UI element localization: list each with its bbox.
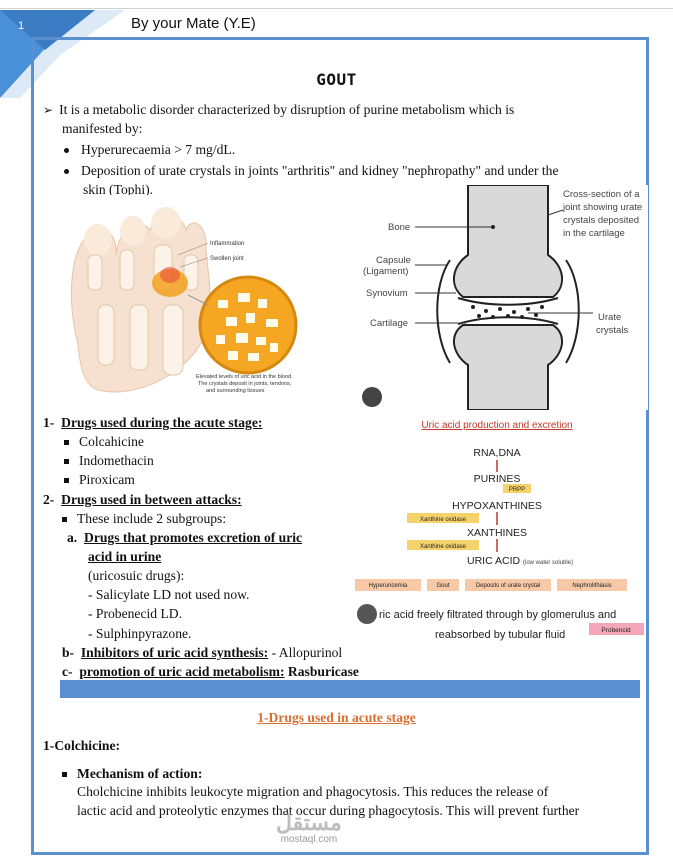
figure-control-icon bbox=[357, 604, 377, 624]
moa-line1: Cholchicine inhibits leukocyte migration… bbox=[77, 784, 549, 799]
square-bullet-icon bbox=[62, 517, 67, 523]
bone-label: Bone bbox=[388, 222, 410, 233]
uric-acid-pathway-diagram: Uric acid production and excretion RNA,D… bbox=[345, 412, 645, 647]
list-item: Colcahicine bbox=[64, 432, 144, 451]
moa-item: Mechanism of action: bbox=[62, 764, 202, 783]
intro-line2: manifested by: bbox=[62, 121, 143, 136]
list-item: Piroxicam bbox=[64, 470, 135, 489]
uric-acid-note: (low water soluble) bbox=[523, 560, 573, 566]
nephrolithiasis-box: Nephrolithiasis bbox=[572, 583, 611, 589]
section-heading: 1-Drugs used in acute stage bbox=[257, 710, 416, 725]
list-item: These include 2 subgroups: bbox=[62, 509, 226, 528]
joint-caption-line1: Cross-section of a bbox=[563, 189, 640, 200]
subgroup-a-heading: a. Drugs that promotes excretion of uric bbox=[67, 530, 303, 545]
subgroup-c: c- promotion of uric acid metabolism: Ra… bbox=[62, 664, 359, 679]
deposits-box: Deposits of urate crystal bbox=[476, 583, 540, 589]
hypoxanthines-label: HYPOXANTHINES bbox=[452, 500, 542, 512]
filtration-line1: ric acid freely filtrated through by glo… bbox=[379, 609, 616, 621]
arrow-bullet-icon: ➢ bbox=[43, 103, 54, 117]
urate-label: Urate bbox=[598, 312, 621, 323]
list-item: Hyperurecaemia > 7 mg/dL. bbox=[64, 140, 235, 159]
xanthine-oxidase-label-1: Xanthine oxidase bbox=[420, 517, 467, 523]
xanthines-label: XANTHINES bbox=[467, 527, 527, 539]
watermark-arabic: مستقل bbox=[276, 810, 342, 835]
subgroup-a-heading-line2: acid in urine bbox=[88, 549, 162, 564]
watermark-latin: mostaql.com bbox=[280, 834, 338, 845]
xanthine-oxidase-label-2: Xanthine oxidase bbox=[420, 544, 467, 550]
joint-cross-section-diagram: Cross-section of a joint showing urate c… bbox=[358, 185, 648, 410]
cartilage-label: Cartilage bbox=[370, 318, 408, 329]
between-heading: 2- Drugs used in between attacks: bbox=[43, 492, 242, 507]
square-bullet-icon bbox=[62, 772, 67, 778]
bullet-dot-icon bbox=[64, 169, 69, 175]
intro-paragraph: ➢It is a metabolic disorder characterize… bbox=[43, 102, 515, 117]
list-item: - Salicylate LD not used now. bbox=[88, 587, 250, 602]
swollen-joint-label: Swollen joint bbox=[210, 256, 244, 262]
list-item: Deposition of urate crystals in joints "… bbox=[64, 161, 558, 180]
prpp-label: PRPP bbox=[509, 487, 525, 493]
watermark: مستقل mostaql.com bbox=[276, 812, 342, 846]
acute-heading: 1- Drugs used during the acute stage: bbox=[43, 415, 263, 430]
rna-dna-label: RNA,DNA bbox=[473, 447, 520, 459]
list-item: - Probenecid LD. bbox=[88, 606, 182, 621]
synovium-label: Synovium bbox=[366, 288, 408, 299]
capsule-ligament-label: (Ligament) bbox=[363, 266, 408, 277]
page-number: 1 bbox=[18, 20, 25, 32]
joint-caption-line3: crystals deposited bbox=[563, 215, 639, 226]
urate-crystals-label: crystals bbox=[596, 325, 628, 336]
foot-caption-line1: Elevated levels of uric acid in the bloo… bbox=[196, 374, 293, 380]
subgroup-a-note: (uricosuic drugs): bbox=[88, 568, 185, 583]
document-title: GOUT bbox=[316, 70, 357, 89]
joint-caption-line4: in the cartilage bbox=[563, 228, 625, 239]
inflammation-label: Inflammation bbox=[210, 241, 244, 247]
colchicine-heading: 1-Colchicine: bbox=[43, 738, 121, 753]
purines-label: PURINES bbox=[474, 473, 521, 485]
joint-caption-line2: joint showing urate bbox=[562, 202, 642, 213]
bullet-dot-icon bbox=[64, 148, 69, 154]
figure-control-icon bbox=[362, 387, 382, 407]
uric-acid-label: URIC ACID bbox=[467, 555, 521, 567]
subgroup-b: b- Inhibitors of uric acid synthesis: - … bbox=[62, 645, 343, 660]
list-item-continuation: skin (Tophi). bbox=[83, 182, 154, 197]
capsule-label: Capsule bbox=[376, 255, 411, 266]
uric-figure-title: Uric acid production and excretion bbox=[421, 420, 572, 431]
header-rule bbox=[0, 8, 673, 9]
list-item: - Sulphinpyrazone. bbox=[88, 626, 192, 641]
foot-gout-illustration: Inflammation Swollen joint Elevated leve… bbox=[58, 195, 316, 405]
foot-caption-line2: The crystals deposit in joints, tendons, bbox=[198, 381, 292, 387]
moa-line2: lactic acid and proteolytic enzymes that… bbox=[77, 803, 580, 818]
page-frame bbox=[31, 37, 649, 855]
probenecid-box: Probencid bbox=[601, 627, 631, 634]
square-bullet-icon bbox=[64, 440, 69, 446]
square-bullet-icon bbox=[64, 459, 69, 465]
filtration-line2: reabsorbed by tubular fluid bbox=[435, 629, 565, 641]
hyperuricemia-box: Hyperuricemia bbox=[369, 583, 408, 589]
list-item: Indomethacin bbox=[64, 451, 154, 470]
header-title: By your Mate (Y.E) bbox=[131, 15, 256, 32]
foot-caption-line3: and surrounding tissues bbox=[206, 388, 265, 394]
gout-box: Gout bbox=[436, 583, 449, 589]
square-bullet-icon bbox=[64, 478, 69, 484]
section-divider-band bbox=[60, 680, 640, 698]
